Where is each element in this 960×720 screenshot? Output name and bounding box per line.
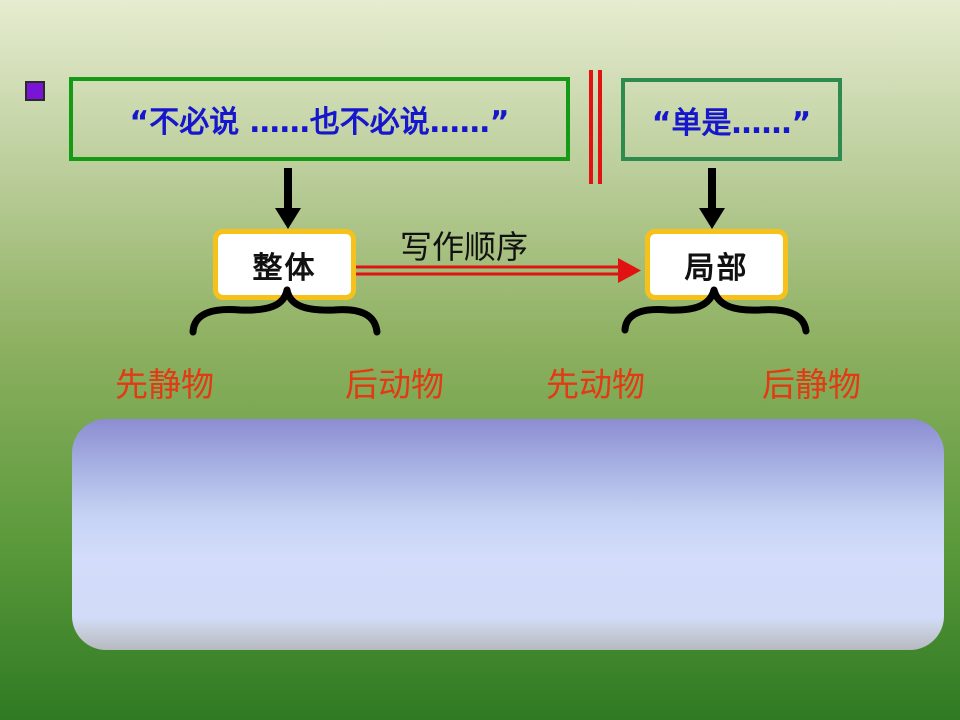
quote-left-text: “不必说 ……也不必说……” [129,105,510,140]
concept-whole-label: 整体 [252,250,317,286]
bullet-square-icon [25,81,45,101]
concept-box-whole: 整体 [213,229,356,300]
divider-line-1 [589,70,593,184]
writing-order-label: 写作顺序 [400,228,529,266]
concept-box-part: 局部 [645,229,788,300]
divider-line-2 [598,70,602,184]
sub-label-dynamic-after: 后动物 [345,365,444,404]
quote-box-right: “单是……” [621,78,842,161]
down-arrow-right-icon [699,168,725,229]
quote-box-left: “不必说 ……也不必说……” [69,77,570,161]
quote-right-text: “单是……” [651,105,812,141]
concept-part-label: 局部 [684,250,749,286]
sub-label-static-first: 先静物 [115,365,214,404]
sub-label-dynamic-first: 先动物 [546,365,645,404]
sub-label-static-after: 后静物 [762,365,861,404]
content-panel [72,419,944,650]
down-arrow-left-icon [275,168,301,229]
